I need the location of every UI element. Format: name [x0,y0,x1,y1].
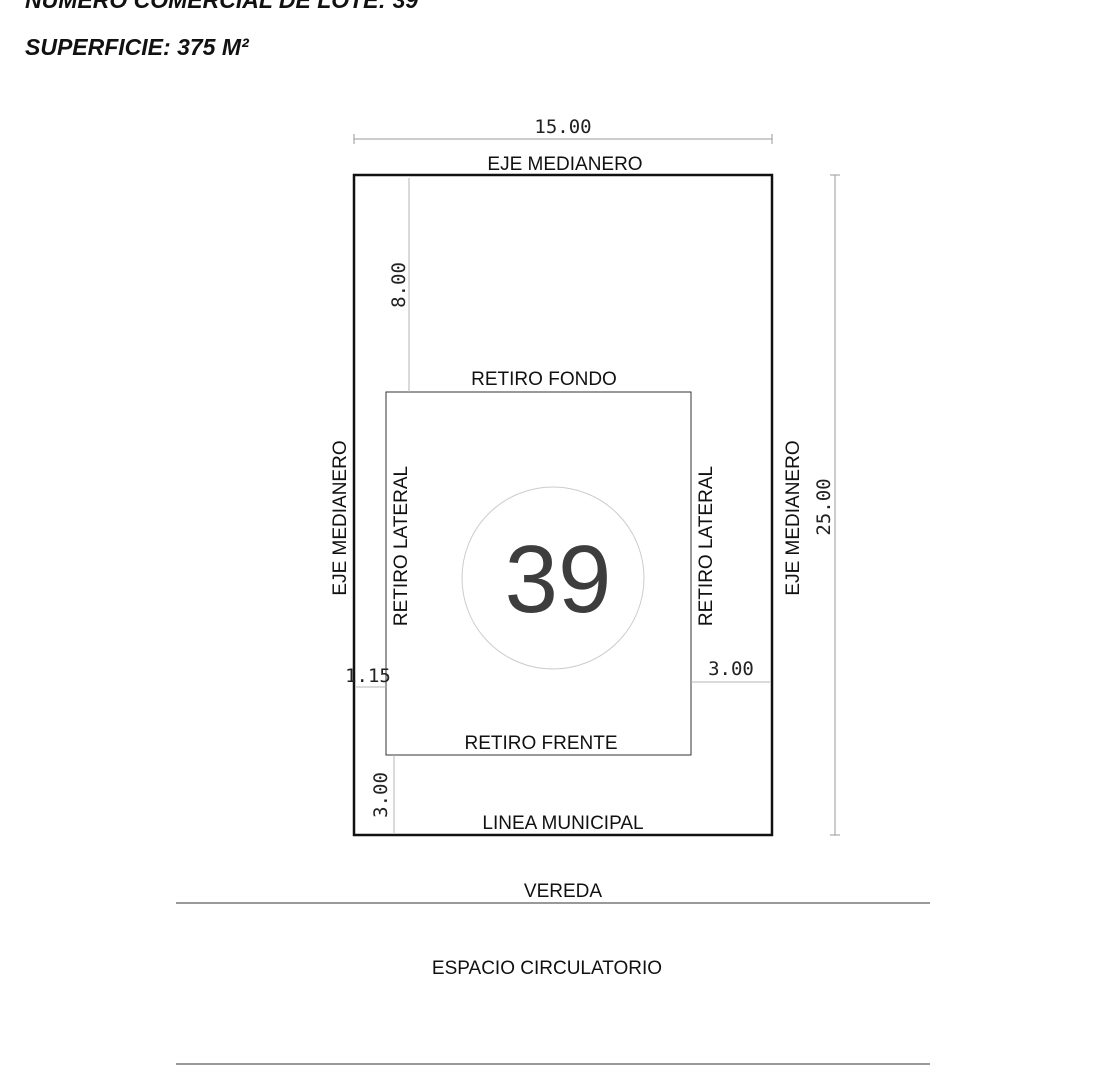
rear-setback-dimension: 8.00 [388,178,410,392]
buildable-area [385,391,692,756]
right-setback-label: 3.00 [708,658,754,680]
top-edge-label: EJE MEDIANERO [487,154,642,175]
depth-dimension: 25.00 [813,174,840,836]
espacio-circulatorio-label: ESPACIO CIRCULATORIO [432,958,662,979]
left-edge-label: EJE MEDIANERO [330,440,351,595]
retiro-fondo-label: RETIRO FONDO [471,369,617,390]
lot-number-circle [461,486,645,670]
rear-setback-label: 8.00 [388,262,410,308]
width-dimension-label: 15.00 [534,116,591,138]
lot-number-heading: NÚMERO COMERCIAL DE LOTE: 39 [25,0,419,13]
left-setback-dimension: 1.15 [345,665,391,688]
surface-heading: SUPERFICIE: 375 M² [25,34,249,60]
vereda-label: VEREDA [524,881,602,902]
retiro-lateral-left-label: RETIRO LATERAL [391,466,412,626]
left-setback-label: 1.15 [345,665,391,687]
bottom-edge-label: LINEA MUNICIPAL [482,813,643,834]
depth-dimension-label: 25.00 [813,478,835,535]
retiro-lateral-right-label: RETIRO LATERAL [696,466,717,626]
width-dimension: 15.00 [353,116,773,144]
front-setback-label: 3.00 [370,772,392,818]
lot-number: 39 [505,526,612,633]
right-edge-label: EJE MEDIANERO [783,440,804,595]
retiro-frente-label: RETIRO FRENTE [464,733,617,754]
right-setback-dimension: 3.00 [691,658,770,683]
lot-boundary [352,173,774,837]
front-setback-dimension: 3.00 [370,755,395,833]
